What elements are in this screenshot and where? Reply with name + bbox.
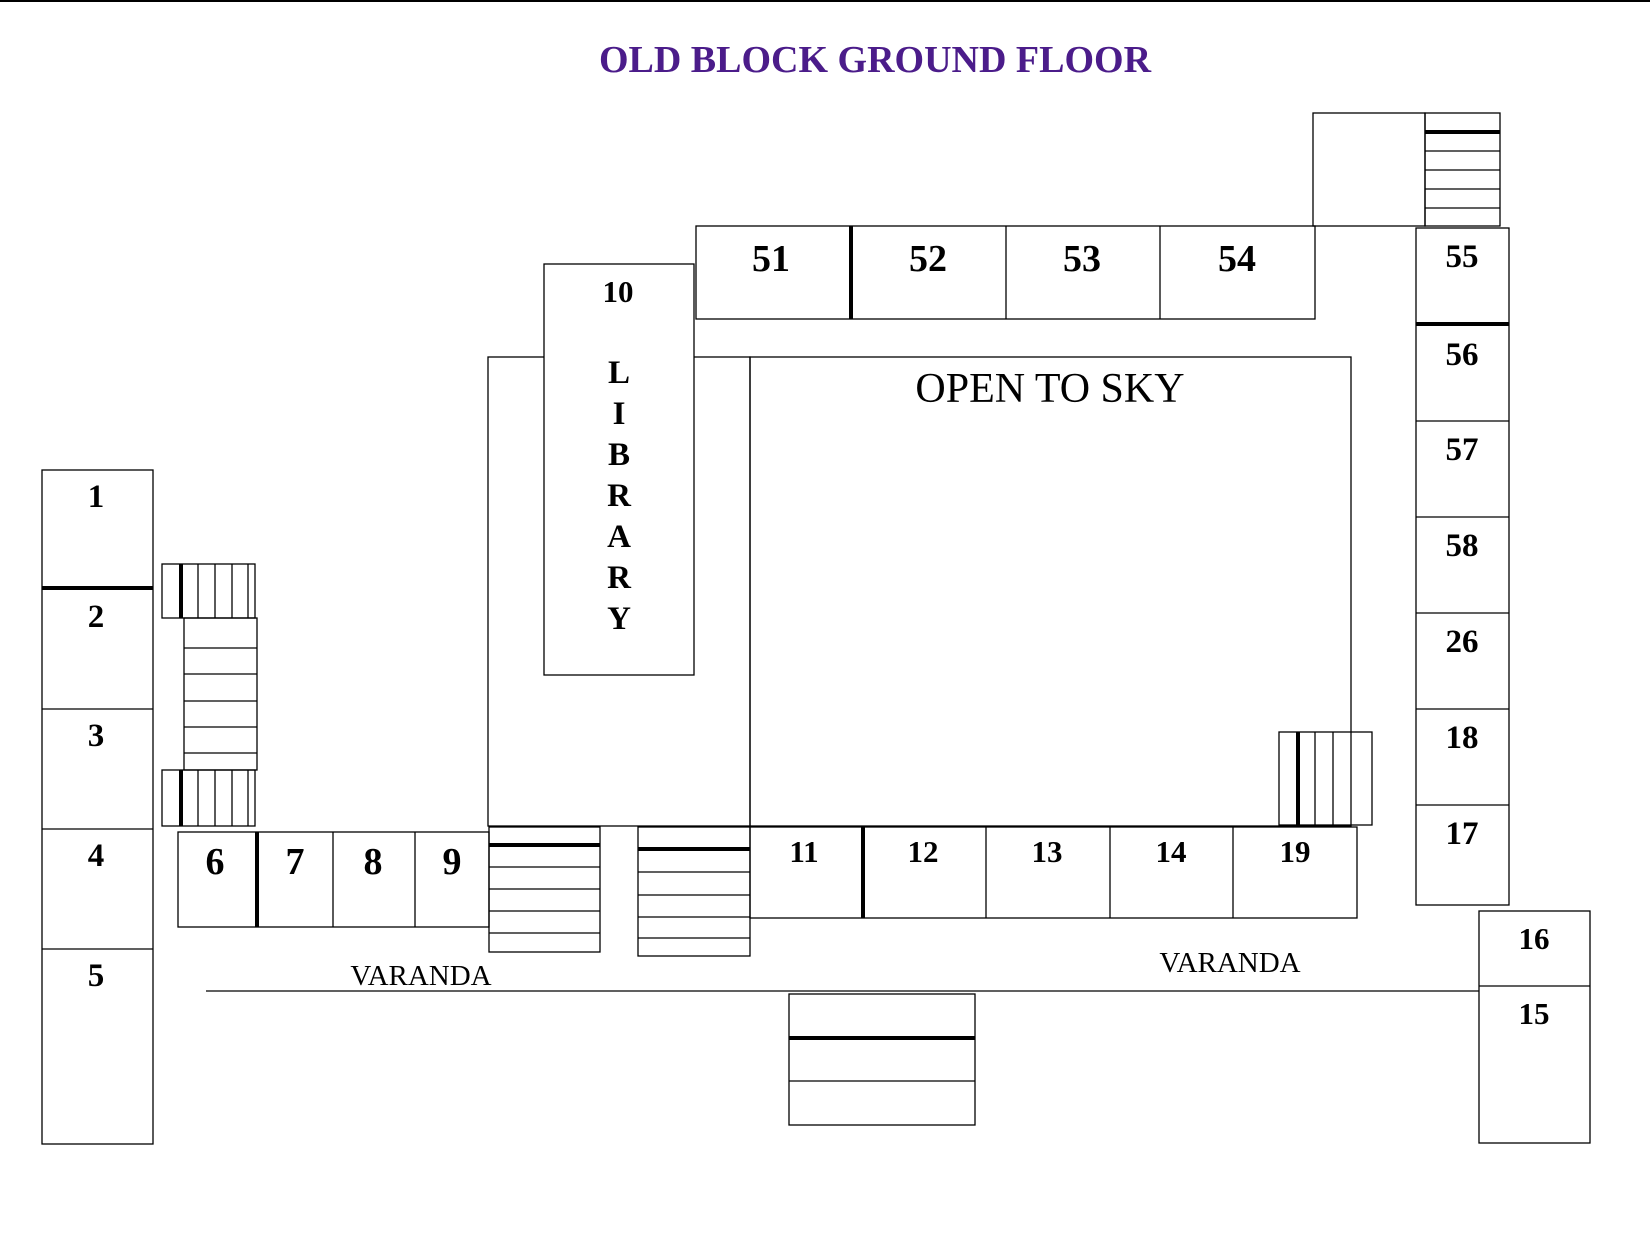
room-label-57: 57 xyxy=(1446,432,1479,468)
room-label-56: 56 xyxy=(1446,337,1479,373)
room-label-17: 17 xyxy=(1446,816,1479,852)
room-label-3: 3 xyxy=(88,718,105,754)
room-label-55: 55 xyxy=(1446,239,1479,275)
room-label-18: 18 xyxy=(1446,720,1479,756)
library-letter: Y xyxy=(607,601,631,637)
lower-left-staircase xyxy=(488,826,601,953)
open-to-sky-label: OPEN TO SKY xyxy=(915,366,1184,412)
room-label-2: 2 xyxy=(88,599,105,635)
room-label-6: 6 xyxy=(206,841,225,883)
rooms-15-16-block xyxy=(1478,910,1591,1144)
room-label-54: 54 xyxy=(1218,238,1256,280)
library-letter: B xyxy=(608,437,630,473)
room-label-52: 52 xyxy=(909,238,947,280)
room-label-13: 13 xyxy=(1032,834,1063,869)
top-right-landing xyxy=(1312,112,1426,227)
library-room xyxy=(543,263,695,676)
open-to-sky-courtyard xyxy=(749,356,1352,827)
top-right-staircase xyxy=(1424,112,1501,227)
library-letter: A xyxy=(607,519,631,555)
library-letter: R xyxy=(607,560,632,596)
room-label-15: 15 xyxy=(1519,996,1550,1031)
room-label-9: 9 xyxy=(443,841,462,883)
rooms-11-19-block xyxy=(749,826,1358,919)
room-label-58: 58 xyxy=(1446,528,1479,564)
varanda-label-right: VARANDA xyxy=(1159,947,1300,979)
room-label-14: 14 xyxy=(1156,834,1187,869)
room-label-8: 8 xyxy=(364,841,383,883)
varanda-label-left: VARANDA xyxy=(350,960,491,992)
left-room-column xyxy=(41,469,154,1145)
room-label-11: 11 xyxy=(789,834,818,869)
library-letter: L xyxy=(608,355,630,391)
bottom-center-staircase xyxy=(788,993,976,1126)
right-room-column xyxy=(1415,227,1510,906)
room-label-10: 10 xyxy=(603,274,634,309)
top-border-line xyxy=(0,0,1650,2)
room-label-7: 7 xyxy=(286,841,305,883)
room-label-51: 51 xyxy=(752,238,790,280)
room-label-26: 26 xyxy=(1446,624,1479,660)
room-label-12: 12 xyxy=(908,834,939,869)
library-letter: R xyxy=(607,478,632,514)
room-label-1: 1 xyxy=(88,479,105,515)
room-label-5: 5 xyxy=(88,958,105,994)
room-label-19: 19 xyxy=(1280,834,1311,869)
room-label-53: 53 xyxy=(1063,238,1101,280)
room-label-16: 16 xyxy=(1519,921,1550,956)
plan-title: OLD BLOCK GROUND FLOOR xyxy=(598,39,1152,81)
library-letter: I xyxy=(613,396,626,432)
room-label-4: 4 xyxy=(88,838,105,874)
lower-center-staircase xyxy=(637,826,751,957)
left-staircase xyxy=(161,563,258,827)
courtyard-corner-staircase xyxy=(1278,731,1373,826)
